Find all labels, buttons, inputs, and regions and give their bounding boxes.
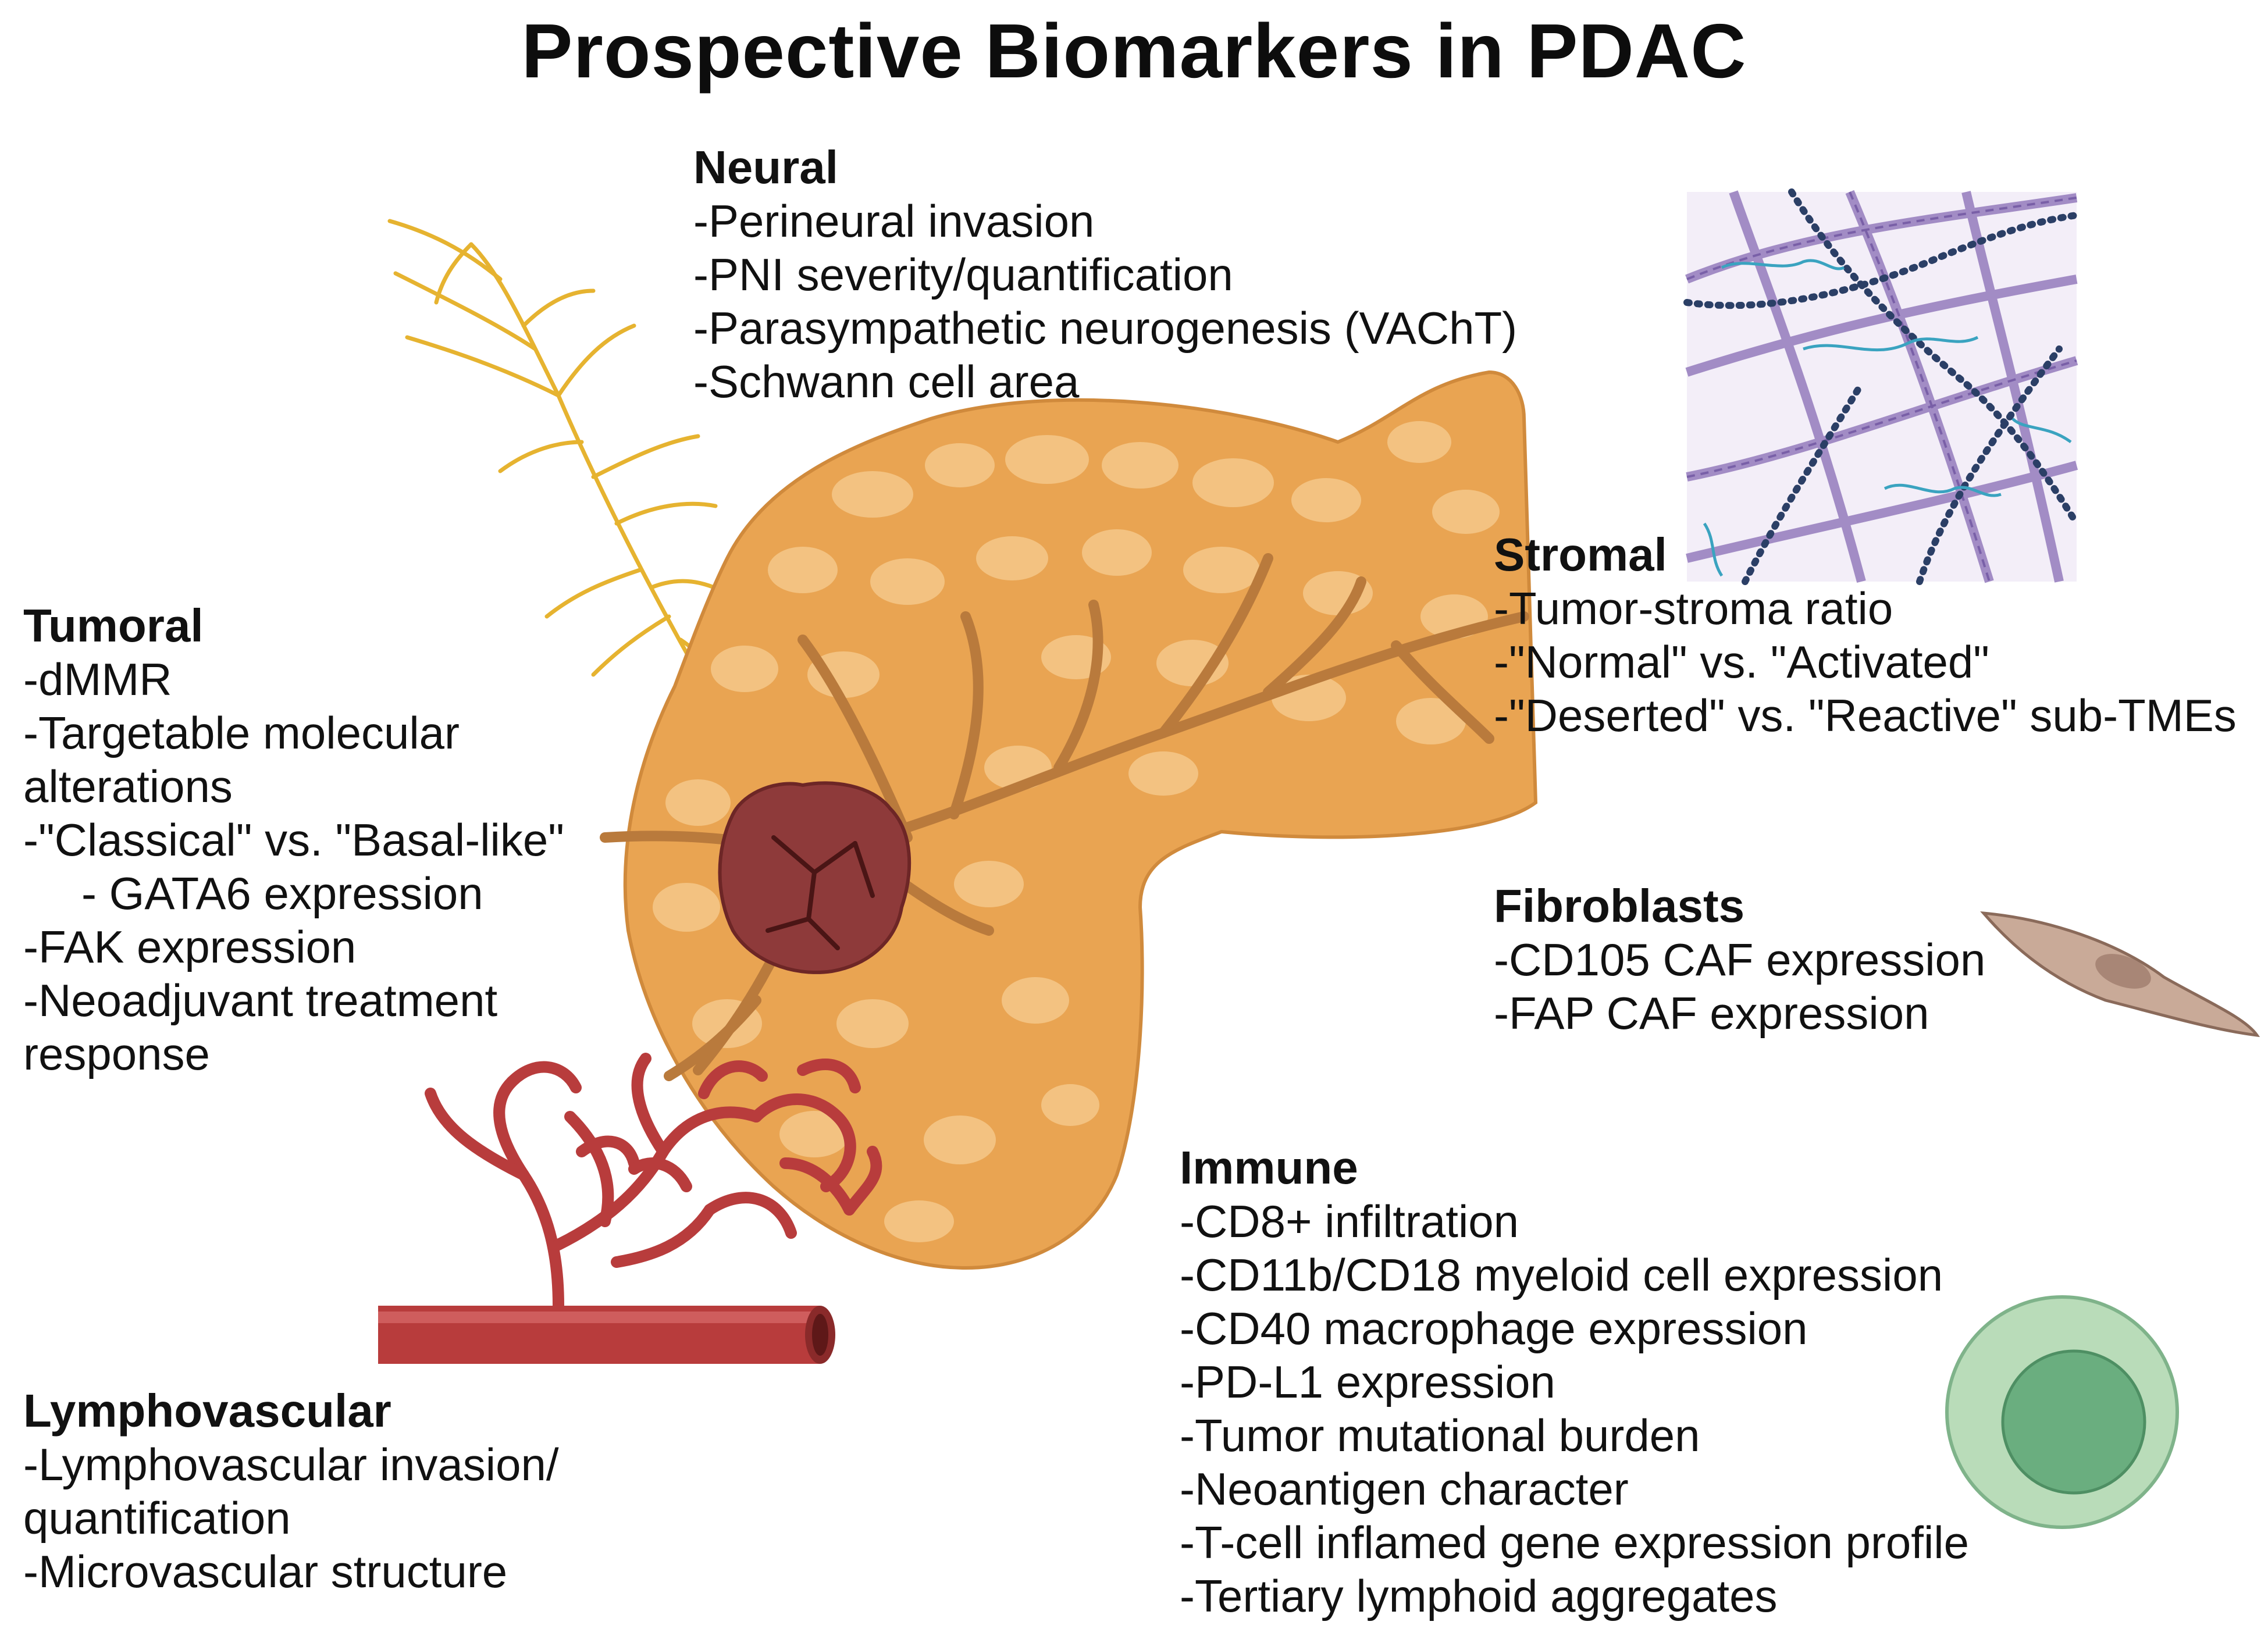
tumoral-section: Tumoral -dMMR -Targetable molecular alte… [23,599,564,1081]
lymphovascular-item: quantification [23,1492,291,1544]
tumoral-item: response [23,1028,210,1079]
lymphovascular-section: Lymphovascular -Lymphovascular invasion/… [23,1384,559,1598]
immune-item: -CD40 macrophage expression [1180,1303,1808,1354]
immune-section: Immune -CD8+ infiltration -CD11b/CD18 my… [1180,1141,1969,1623]
neural-item: -PNI severity/quantification [693,249,1233,300]
tumoral-item: -Targetable molecular [23,707,460,758]
stromal-heading: Stromal [1494,529,1667,580]
stromal-item: -"Normal" vs. "Activated" [1494,636,1989,687]
lymphovascular-item: -Lymphovascular invasion/ [23,1439,559,1490]
stroma-matrix-icon [1683,188,2080,585]
immune-item: -Tumor mutational burden [1180,1410,1700,1461]
stromal-item: -Tumor-stroma ratio [1494,583,1893,634]
neural-item: -Parasympathetic neurogenesis (VAChT) [693,302,1518,354]
tumoral-item: -dMMR [23,654,172,705]
immune-item: -CD11b/CD18 myeloid cell expression [1180,1249,1943,1300]
lymphovascular-item: -Microvascular structure [23,1546,508,1597]
immune-item: -PD-L1 expression [1180,1356,1555,1407]
immune-heading: Immune [1180,1142,1358,1193]
immune-item: -Tertiary lymphoid aggregates [1180,1570,1778,1622]
fibroblasts-item: -FAP CAF expression [1494,988,1929,1039]
fibroblasts-section: Fibroblasts -CD105 CAF expression -FAP C… [1494,879,1985,1040]
immune-item: -T-cell inflamed gene expression profile [1180,1517,1970,1568]
lymphovascular-heading: Lymphovascular [23,1385,391,1437]
blood-vessel-icon [378,1053,882,1364]
tumoral-heading: Tumoral [23,600,204,651]
neural-item: -Perineural invasion [693,195,1095,247]
neural-heading: Neural [693,141,838,193]
stromal-item: -"Deserted" vs. "Reactive" sub-TMEs [1494,690,2237,741]
neural-item: -Schwann cell area [693,356,1080,407]
fibroblasts-item: -CD105 CAF expression [1494,934,1986,985]
neural-section: Neural -Perineural invasion -PNI severit… [693,141,1517,408]
immune-cell-icon [1945,1295,2179,1529]
fibroblasts-heading: Fibroblasts [1494,880,1745,932]
tumoral-item: -FAK expression [23,921,357,972]
tumor-mass-icon [718,781,912,974]
immune-item: -Neoantigen character [1180,1463,1629,1514]
immune-item: -CD8+ infiltration [1180,1196,1519,1247]
fibroblast-icon [1980,911,2260,1038]
tumoral-subitem: - GATA6 expression [81,868,483,919]
stromal-section: Stromal -Tumor-stroma ratio -"Normal" vs… [1494,528,2237,742]
page-title: Prospective Biomarkers in PDAC [521,8,1747,94]
tumoral-item: -"Classical" vs. "Basal-like" [23,814,564,865]
tumoral-item: -Neoadjuvant treatment [23,975,498,1026]
tumoral-item: alterations [23,761,233,812]
pancreas-illustration [600,370,1538,1270]
